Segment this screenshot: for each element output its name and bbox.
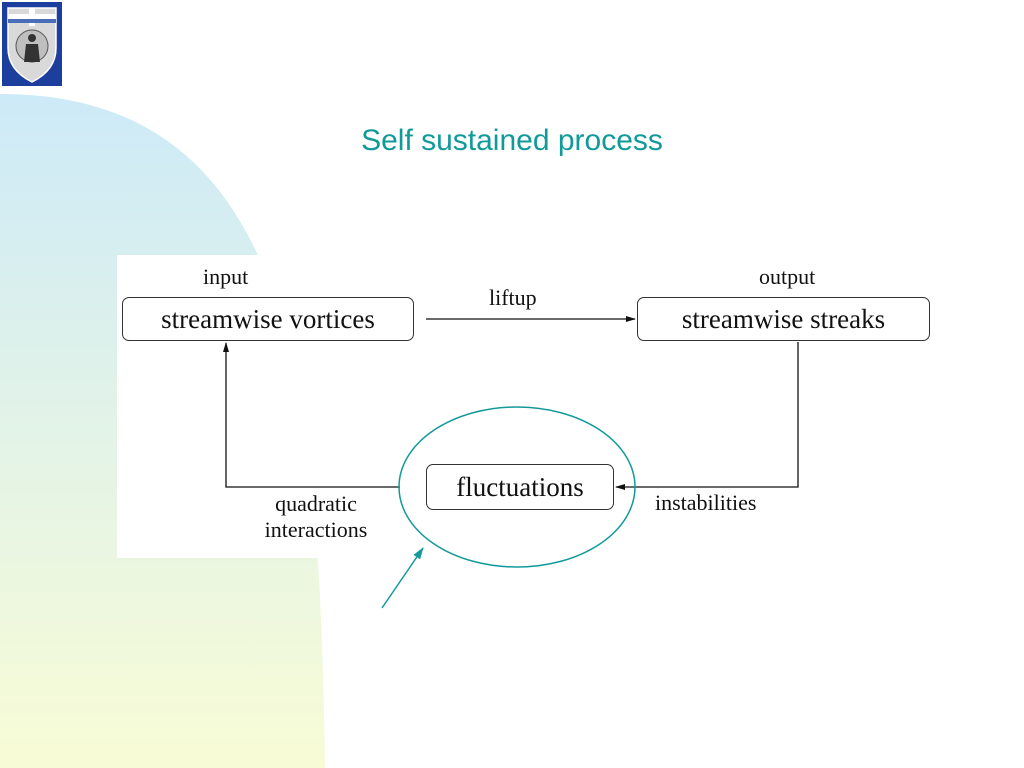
input-label: input: [203, 264, 249, 289]
instabilities-label: instabilities: [655, 490, 757, 515]
fluctuations-node: fluctuations: [426, 464, 614, 510]
instabilities-arrow: [615, 342, 799, 490]
highlight-ellipse: [398, 406, 636, 568]
streamwise-streaks-node: streamwise streaks: [637, 297, 930, 341]
quadratic-label-line1: quadratic: [275, 491, 357, 516]
output-label: output: [759, 264, 816, 289]
university-crest-icon: [2, 2, 62, 86]
slide-title: Self sustained process: [361, 124, 663, 157]
quadratic-interactions-label: quadratic interactions: [230, 491, 402, 543]
quadratic-interactions-arrow: [223, 342, 400, 488]
liftup-label: liftup: [489, 285, 537, 310]
streamwise-vortices-node: streamwise vortices: [122, 297, 414, 341]
highlight-pointer-arrow: [381, 547, 424, 609]
quadratic-label-line2: interactions: [264, 517, 368, 542]
